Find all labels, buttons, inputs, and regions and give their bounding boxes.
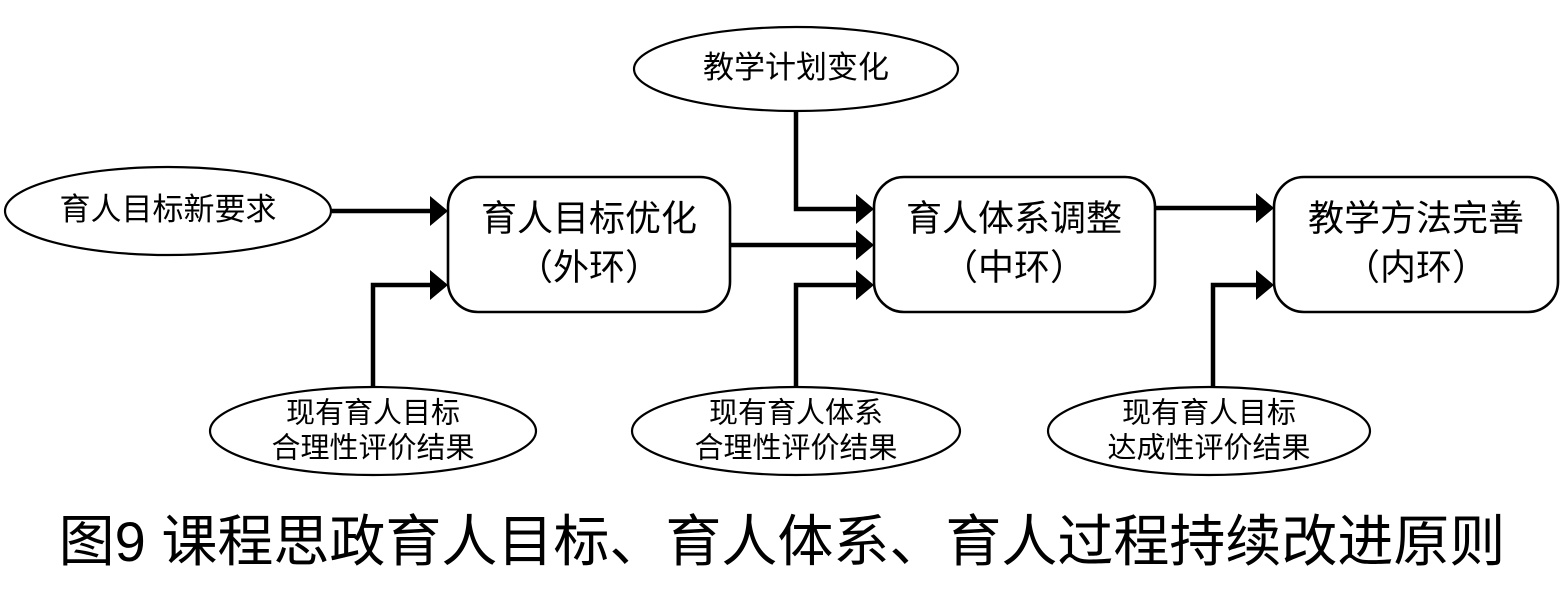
node-process-outer-line1: 育人目标优化 <box>481 198 697 239</box>
edge-outer-to-middle <box>730 230 874 260</box>
edge-plan-change-to-middle <box>793 110 874 224</box>
arrow-head-icon <box>1256 270 1274 300</box>
node-eval-goal-rationality[interactable]: 现有育人目标 合理性评价结果 <box>208 385 538 477</box>
node-eval-goal-rationality-line2: 合理性评价结果 <box>271 432 474 465</box>
arrow-head-icon <box>856 230 874 260</box>
node-eval-system-rationality[interactable]: 现有育人体系 合理性评价结果 <box>630 385 962 477</box>
figure-caption: 图9 课程思政育人目标、育人体系、育人过程持续改进原则 <box>58 510 1506 573</box>
node-eval-system-rationality-line2: 合理性评价结果 <box>694 432 897 465</box>
node-eval-goal-attainment-line2: 达成性评价结果 <box>1107 432 1310 465</box>
node-process-middle-line1: 育人体系调整 <box>906 198 1122 239</box>
node-input-left-label: 育人目标新要求 <box>60 192 277 227</box>
arrow-head-icon <box>856 270 874 300</box>
node-eval-system-rationality-line1: 现有育人体系 <box>709 397 883 430</box>
edge-goal-rationality-to-outer <box>370 270 448 392</box>
node-process-outer[interactable]: 育人目标优化 （外环） <box>446 175 732 314</box>
node-input-top[interactable]: 教学计划变化 <box>632 25 960 113</box>
node-process-inner-line2: （内环） <box>1344 247 1488 288</box>
node-process-outer-line2: （外环） <box>517 247 661 288</box>
node-eval-goal-attainment-line1: 现有育人目标 <box>1122 397 1296 430</box>
node-process-middle[interactable]: 育人体系调整 （中环） <box>872 175 1157 314</box>
arrow-head-icon <box>430 270 448 300</box>
node-eval-goal-rationality-line1: 现有育人目标 <box>286 397 460 430</box>
node-process-inner[interactable]: 教学方法完善 （内环） <box>1272 175 1560 314</box>
node-eval-goal-attainment[interactable]: 现有育人目标 达成性评价结果 <box>1046 385 1372 477</box>
node-input-left[interactable]: 育人目标新要求 <box>3 165 333 257</box>
arrow-head-icon <box>856 194 874 224</box>
connectors-layer <box>332 110 1274 392</box>
arrow-head-icon <box>1256 193 1274 223</box>
edge-middle-to-inner <box>1155 193 1274 223</box>
edge-goal-attainment-to-inner <box>1210 270 1274 392</box>
node-input-top-label: 教学计划变化 <box>703 50 889 85</box>
node-process-middle-line2: （中环） <box>942 247 1086 288</box>
edge-input-left-to-outer <box>332 196 448 226</box>
node-process-inner-line1: 教学方法完善 <box>1308 198 1524 239</box>
edge-system-rationality-to-middle <box>793 270 874 392</box>
arrow-head-icon <box>430 196 448 226</box>
